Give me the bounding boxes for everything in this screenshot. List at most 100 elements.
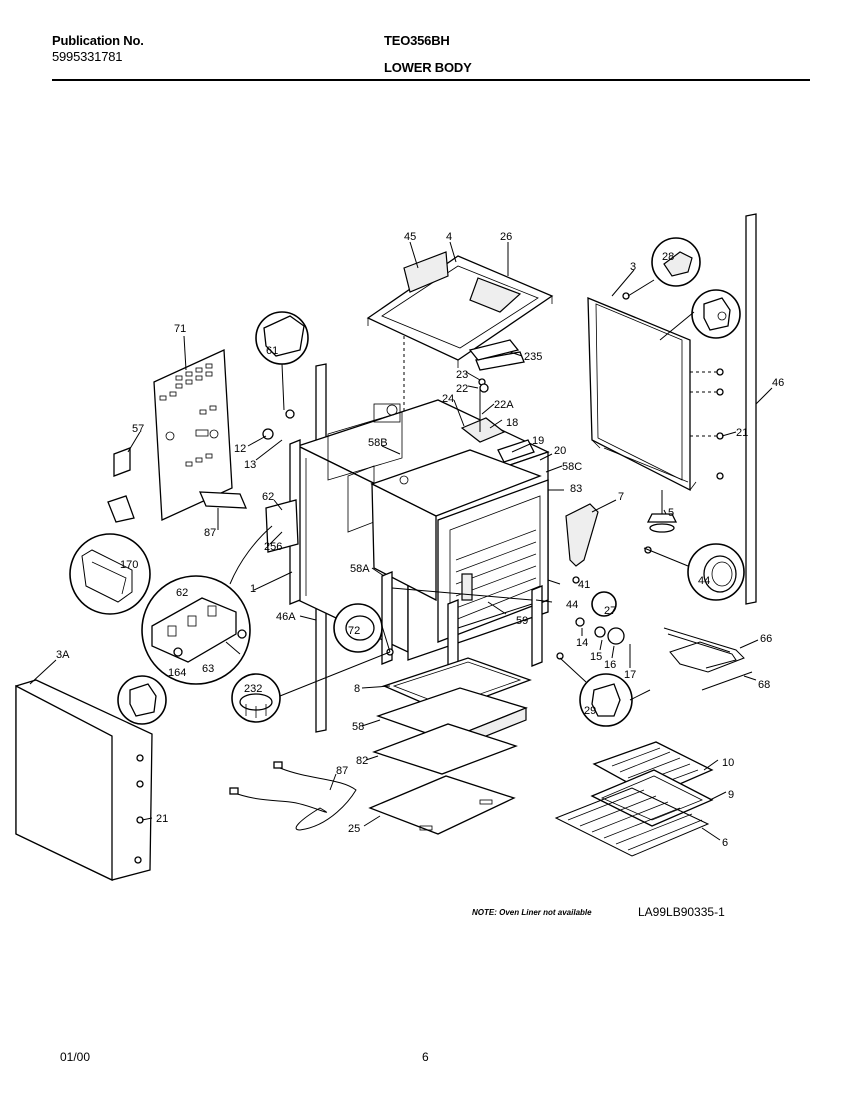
detail-circle-27 xyxy=(591,591,617,617)
top-panel xyxy=(366,251,554,368)
door-hinge xyxy=(565,503,599,567)
bracket-57 xyxy=(113,447,131,477)
callout-labels: 45 4 26 3 28 71 61 235 23 22 22A 24 18 4… xyxy=(56,231,784,849)
callout-62-upper: 62 xyxy=(262,491,274,503)
callout-62-circle: 62 xyxy=(176,587,188,599)
callout-58: 58 xyxy=(352,721,364,733)
hinge-bracket-62 xyxy=(265,499,299,553)
callout-24: 24 xyxy=(442,393,454,405)
callout-27: 27 xyxy=(604,605,616,617)
control-bracket xyxy=(460,351,535,463)
callout-71: 71 xyxy=(174,323,186,335)
left-side-panel xyxy=(15,679,153,882)
bracket-87-upper xyxy=(198,491,248,509)
detail-circle-61 xyxy=(255,311,309,365)
oven-liner-note: NOTE: Oven Liner not available xyxy=(472,908,592,917)
callout-12: 12 xyxy=(234,443,246,455)
back-panel xyxy=(153,349,233,521)
callout-82: 82 xyxy=(356,755,368,767)
broil-element xyxy=(663,627,753,691)
callout-16: 16 xyxy=(604,659,616,671)
callout-164: 164 xyxy=(168,667,186,679)
callout-58a: 58A xyxy=(350,563,370,575)
callout-9: 9 xyxy=(728,789,734,801)
callout-21-right: 21 xyxy=(736,427,748,439)
publication-label: Publication No. xyxy=(52,33,144,48)
page-number: 6 xyxy=(422,1050,429,1064)
callout-23: 23 xyxy=(456,369,468,381)
callout-44-circle: 44 xyxy=(698,575,710,587)
publication-number: 5995331781 xyxy=(52,49,123,64)
detail-circle-72 xyxy=(333,603,383,653)
detail-circle-44 xyxy=(687,543,745,601)
bracket-small xyxy=(107,495,135,523)
callout-29: 29 xyxy=(584,705,596,717)
callout-20: 20 xyxy=(554,445,566,457)
callout-22a: 22A xyxy=(494,399,514,411)
callout-44-body: 44 xyxy=(566,599,578,611)
callout-3a: 3A xyxy=(56,649,70,661)
callout-18: 18 xyxy=(506,417,518,429)
leveling-leg xyxy=(646,490,678,533)
callout-10: 10 xyxy=(722,757,734,769)
detail-circle-170 xyxy=(69,533,151,615)
detail-circle-3a-block xyxy=(117,675,167,725)
oven-liner xyxy=(370,449,542,602)
callout-256: 256 xyxy=(264,541,282,553)
callout-57: 57 xyxy=(132,423,144,435)
leader-lines xyxy=(29,241,773,841)
callout-87-upper: 87 xyxy=(204,527,216,539)
oven-bottom-panels xyxy=(368,657,532,835)
detail-circle-29 xyxy=(579,673,633,727)
right-side-panel xyxy=(587,297,697,492)
detail-circle-28 xyxy=(651,237,701,287)
callout-72: 72 xyxy=(348,625,360,637)
callout-13: 13 xyxy=(244,459,256,471)
callout-68: 68 xyxy=(758,679,770,691)
callout-26: 26 xyxy=(500,231,512,243)
callout-46a: 46A xyxy=(276,611,296,623)
callout-14: 14 xyxy=(576,637,588,649)
oven-front-frame xyxy=(437,479,549,643)
callout-232: 232 xyxy=(244,683,262,695)
header-rule xyxy=(52,79,810,81)
callout-1: 1 xyxy=(250,583,256,595)
callout-41: 41 xyxy=(578,579,590,591)
callout-45: 45 xyxy=(404,231,416,243)
callout-25: 25 xyxy=(348,823,360,835)
detail-circle-232 xyxy=(231,673,281,723)
callout-170: 170 xyxy=(120,559,138,571)
callout-7: 7 xyxy=(618,491,624,503)
callout-59: 59 xyxy=(516,615,528,627)
callout-58b: 58B xyxy=(368,437,388,449)
oven-rack xyxy=(554,787,710,857)
section-title: LOWER BODY xyxy=(384,60,472,75)
callout-28: 28 xyxy=(662,251,674,263)
detail-circle-62 xyxy=(141,575,251,685)
callout-17: 17 xyxy=(624,669,636,681)
callout-46: 46 xyxy=(772,377,784,389)
callout-235: 235 xyxy=(524,351,542,363)
callout-87-lower: 87 xyxy=(336,765,348,777)
callout-61: 61 xyxy=(266,345,278,357)
footer-date: 01/00 xyxy=(60,1050,91,1064)
callout-22: 22 xyxy=(456,383,468,395)
model-number: TEO356BH xyxy=(384,33,450,48)
right-trim-strip xyxy=(745,213,757,605)
drawing-number: LA99LB90335-1 xyxy=(638,905,725,919)
wire-harness xyxy=(231,767,357,831)
callout-5: 5 xyxy=(668,507,674,519)
callout-83: 83 xyxy=(570,483,582,495)
callout-58c: 58C xyxy=(562,461,582,473)
detail-circle-block xyxy=(691,289,741,339)
callout-21-left: 21 xyxy=(156,813,168,825)
callout-4: 4 xyxy=(446,231,452,243)
callout-3: 3 xyxy=(630,261,636,273)
callout-19: 19 xyxy=(532,435,544,447)
callout-6: 6 xyxy=(722,837,728,849)
callout-63: 63 xyxy=(202,663,214,675)
callout-66: 66 xyxy=(760,633,772,645)
callout-15: 15 xyxy=(590,651,602,663)
callout-8: 8 xyxy=(354,683,360,695)
